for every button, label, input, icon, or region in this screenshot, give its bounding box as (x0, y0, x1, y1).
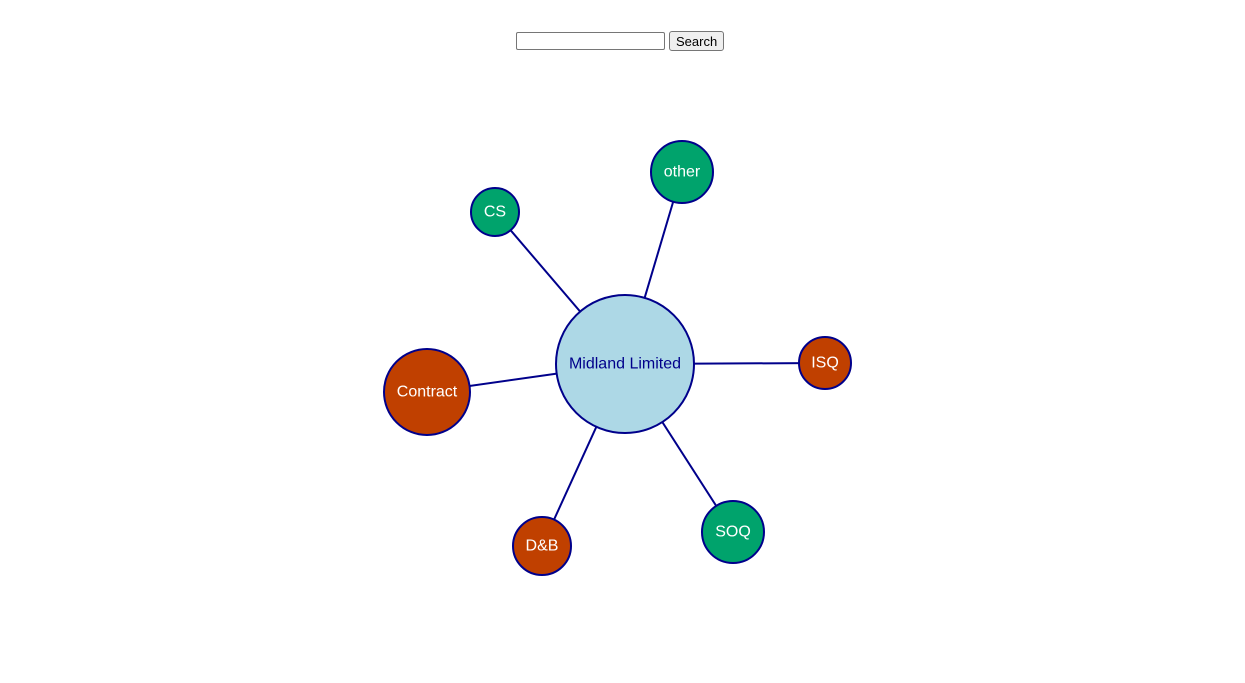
center-node-label: Midland Limited (569, 356, 681, 373)
node-isq-label: ISQ (811, 355, 839, 372)
node-contract[interactable]: Contract (383, 348, 471, 436)
node-soq[interactable]: SOQ (701, 500, 765, 564)
search-input[interactable] (516, 32, 665, 50)
node-soq-label: SOQ (715, 524, 751, 541)
node-other-label: other (664, 164, 701, 181)
node-cs-circle (470, 187, 520, 237)
node-soq-circle (701, 500, 765, 564)
node-contract-circle (383, 348, 471, 436)
node-cs-label: CS (484, 204, 506, 221)
center-node-circle (555, 294, 695, 434)
node-other-circle (650, 140, 714, 204)
search-button[interactable]: Search (669, 31, 725, 51)
node-isq[interactable]: ISQ (798, 336, 852, 390)
node-other[interactable]: other (650, 140, 714, 204)
node-isq-circle (798, 336, 852, 390)
node-db-label: D&B (526, 538, 559, 555)
search-bar: Search (516, 31, 725, 51)
node-db[interactable]: D&B (512, 516, 572, 576)
node-db-circle (512, 516, 572, 576)
node-cs[interactable]: CS (470, 187, 520, 237)
node-contract-label: Contract (397, 384, 458, 401)
center-node[interactable]: Midland Limited (555, 294, 695, 434)
